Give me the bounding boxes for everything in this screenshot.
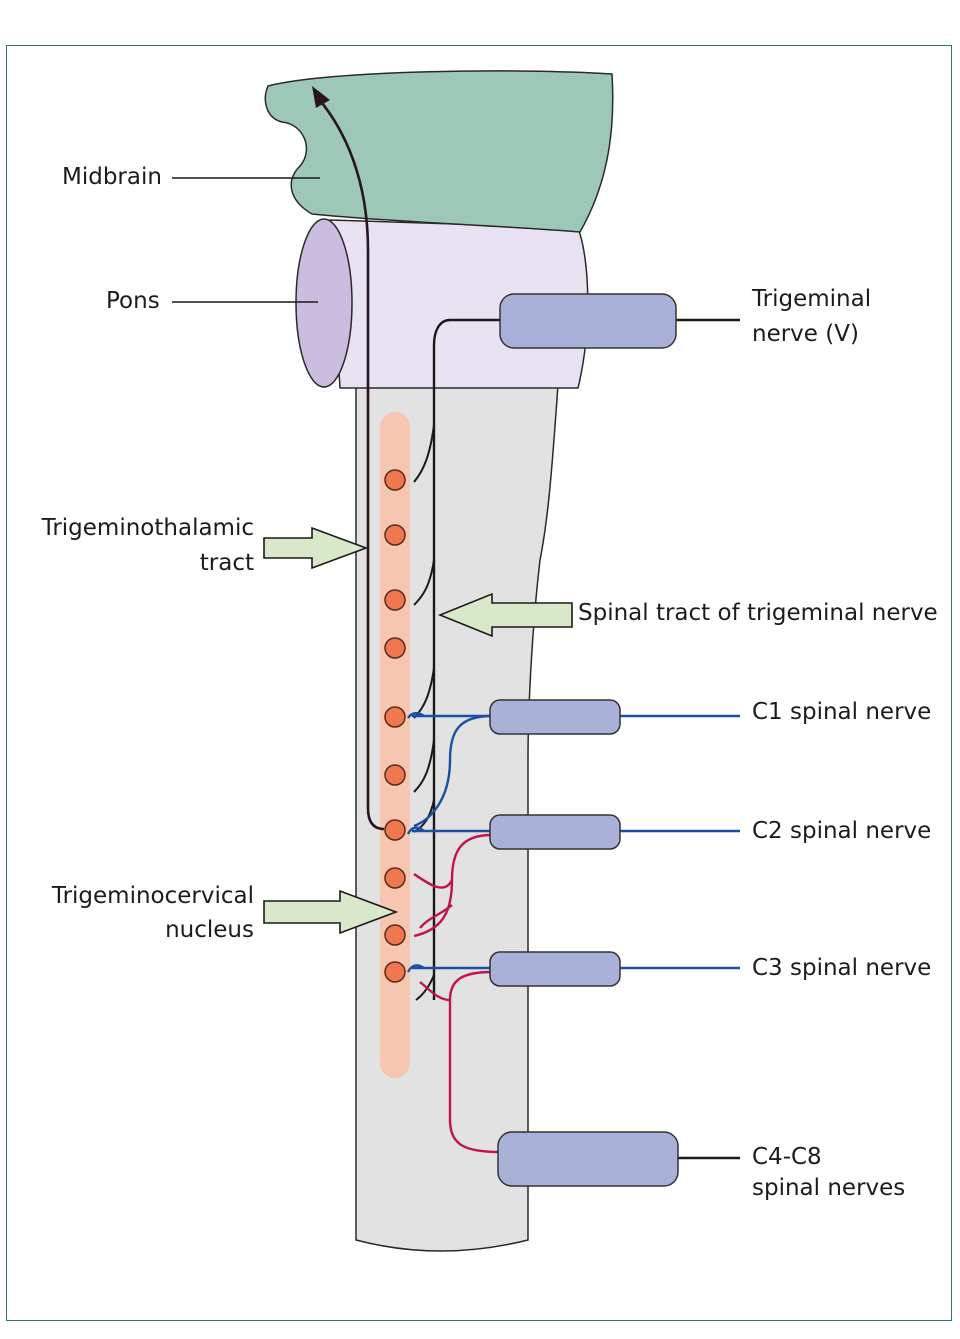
figure-frame	[6, 45, 952, 1321]
pons-end	[295, 218, 353, 388]
spinal-tract-pointer	[437, 592, 573, 638]
trigeminocervical-label-line2: nucleus	[165, 917, 254, 943]
trigeminothalamic-arrowhead	[312, 86, 330, 108]
spinal-tract-label: Spinal tract of trigeminal nerve	[578, 600, 938, 626]
neuron	[384, 589, 406, 611]
c2-nerve-root	[489, 814, 621, 850]
trigeminothalamic-label-line2: tract	[199, 550, 254, 576]
trigeminothalamic-label-line1: Trigeminothalamic	[41, 515, 254, 541]
c1-label: C1 spinal nerve	[752, 699, 932, 725]
pons-label: Pons	[106, 288, 160, 314]
cervical-red-collaterals	[413, 833, 501, 1154]
neuron	[384, 924, 406, 946]
leader-lines	[172, 177, 320, 303]
neuron	[384, 469, 406, 491]
neuron	[384, 706, 406, 728]
neuron	[384, 961, 406, 983]
c2-label: C2 spinal nerve	[752, 818, 932, 844]
trigeminal-nerve-root	[499, 293, 677, 349]
c1-nerve-root	[489, 699, 621, 735]
c3-label: C3 spinal nerve	[752, 955, 932, 981]
trigeminal-fibre	[432, 318, 740, 1000]
trigeminal-nerve-label-line1: Trigeminal	[752, 286, 872, 312]
trigeminocervical-label-line1: Trigeminocervical	[51, 883, 254, 909]
c4c8-label-line1: C4-C8	[752, 1144, 822, 1170]
c4c8-label-line2: spinal nerves	[752, 1175, 906, 1201]
neuron	[384, 524, 406, 546]
trigeminothalamic-pointer	[263, 526, 369, 570]
trigeminal-nerve-label-line2: nerve (V)	[752, 321, 859, 347]
neuron	[384, 637, 406, 659]
c4c8-nerve-root	[497, 1131, 679, 1187]
trigeminothalamic-tract	[317, 97, 385, 831]
pointer-arrows	[263, 526, 573, 935]
trigeminocervical-pointer	[263, 889, 399, 935]
midbrain-label: Midbrain	[62, 164, 162, 190]
neuron	[384, 867, 406, 889]
c3-nerve-root	[489, 951, 621, 987]
nucleus-neurons	[384, 469, 406, 983]
neuron	[384, 819, 406, 841]
cervical-blue-fibres	[406, 712, 740, 973]
midbrain	[264, 70, 614, 233]
neuron	[384, 764, 406, 786]
